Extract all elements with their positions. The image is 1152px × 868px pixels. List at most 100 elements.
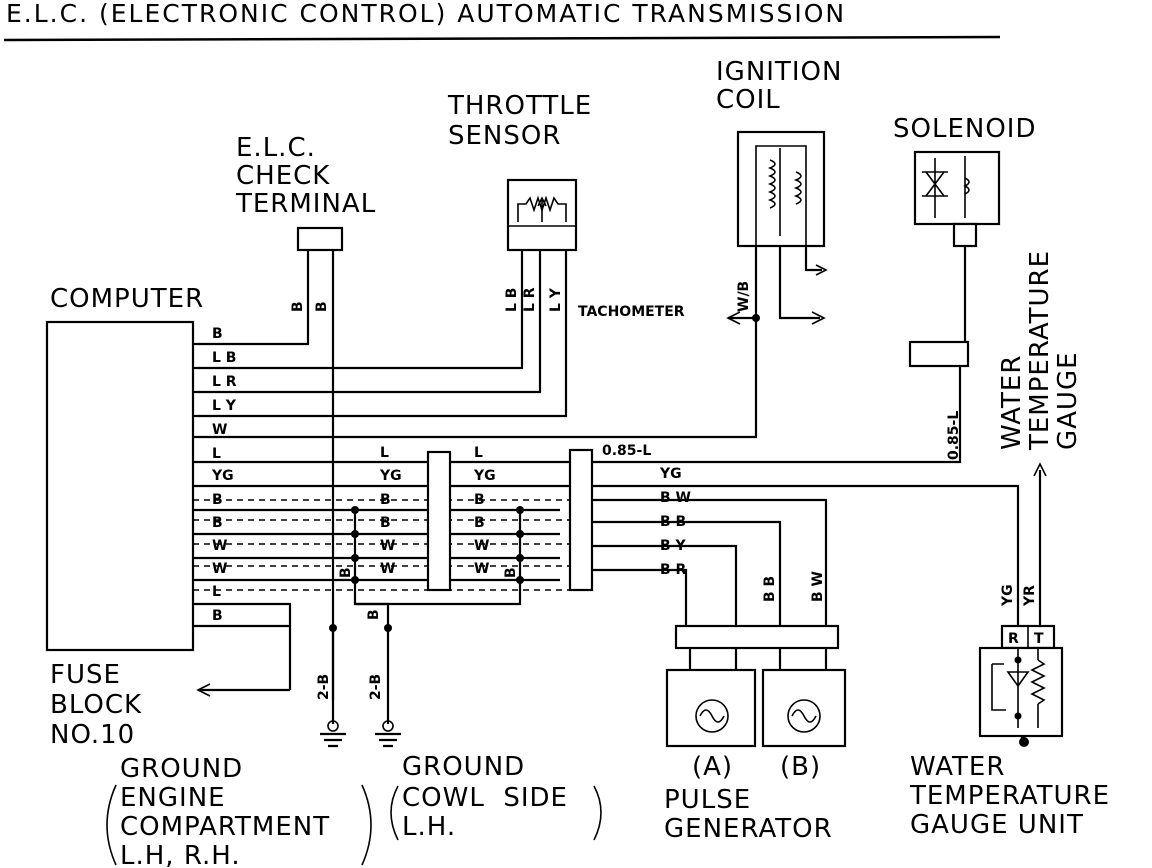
- check-terminal-label-3: TERMINAL: [235, 189, 376, 219]
- ground-cowl-label-3: L.H.: [402, 812, 456, 842]
- pulse-label-2: GENERATOR: [664, 814, 833, 844]
- fuse-block-label-1: FUSE: [50, 660, 121, 690]
- pulse-connector: [674, 624, 840, 650]
- wire-label-3: L R: [212, 374, 237, 390]
- mid-label-YG3: YG: [659, 466, 682, 482]
- gauge-unit-thermistor-icon: [991, 648, 1046, 728]
- wire-label-6: L: [212, 446, 221, 462]
- ground-engine-label-2: ENGINE: [120, 783, 226, 813]
- mid-label-W1: W: [380, 538, 395, 554]
- gauge-terminal-r: R: [1008, 631, 1019, 647]
- title-underline: [3, 35, 1001, 42]
- mid-label-YG1: YG: [379, 468, 402, 484]
- check-wire-label-2: B: [314, 301, 330, 312]
- pulse-generator-b: [761, 668, 847, 748]
- gauge-unit-wire-label-1: YG: [1000, 584, 1016, 607]
- gauge-unit-label-2: TEMPERATURE: [909, 781, 1110, 811]
- throttle-wire-label-2: L R: [522, 287, 538, 312]
- throttle-label-2: SENSOR: [448, 121, 561, 151]
- pulse-label-1: PULSE: [664, 785, 751, 815]
- computer-box: [45, 320, 195, 652]
- check-terminal-label-1: E.L.C.: [236, 133, 316, 163]
- ground-engine-label-3: COMPARTMENT: [120, 812, 330, 842]
- wire-label-11: W: [212, 561, 227, 577]
- pulse-wires: [592, 498, 828, 626]
- pulse-wire-label-1: B W: [660, 490, 691, 506]
- water-gauge-label-3: GAUGE: [1053, 351, 1083, 450]
- connector-1: [426, 450, 452, 592]
- wire-label-13: B: [212, 608, 223, 624]
- ground-cowl-paren-right: [593, 785, 602, 841]
- ground-engine-label-1: GROUND: [120, 754, 243, 784]
- diagram-title: E.L.C. (ELECTRONIC CONTROL) AUTOMATIC TR…: [6, 0, 846, 28]
- mid-label-L1: L: [380, 445, 389, 461]
- mid-label-L2: L: [474, 445, 483, 461]
- computer-wire-labels: B L B L R L Y W L YG B B W W L B: [211, 326, 237, 624]
- pulse-b-sine-icon: [787, 699, 821, 733]
- ground-engine-paren-left: [106, 784, 117, 866]
- gauge-unit-label-3: GAUGE UNIT: [910, 810, 1084, 840]
- throttle-label-1: THROTTLE: [447, 91, 592, 121]
- ground-symbols: [320, 628, 401, 748]
- pulse-a-sine-icon: [695, 699, 729, 733]
- check-terminal-box: [296, 226, 344, 252]
- solenoid-valve-icon: [922, 156, 970, 218]
- ground-wire-label-1: 2-B: [316, 674, 332, 700]
- ground-cowl-paren-left: [390, 785, 399, 841]
- wire-label-7: YG: [211, 468, 234, 484]
- pulse-generator-a: [665, 668, 757, 748]
- ignition-coil-box: [736, 130, 826, 248]
- wire-label-9: B: [212, 515, 223, 531]
- ground-bus: [329, 506, 524, 632]
- wire-label-1: B: [212, 326, 223, 342]
- wire-label-2: L B: [212, 350, 236, 366]
- vert-label-B3: B: [366, 609, 382, 620]
- throttle-wire-label-3: L Y: [548, 287, 564, 312]
- wire-label-12: L: [212, 584, 221, 600]
- mid-label-YG2: YG: [473, 468, 496, 484]
- mid-label-W2: W: [474, 538, 489, 554]
- wire-label-5: W: [212, 422, 227, 438]
- computer-wires: [193, 250, 1020, 690]
- gauge-unit-label-1: WATER: [910, 752, 1005, 782]
- gauge-unit-wire-label-2: YR: [1022, 585, 1038, 607]
- mid-label-W4: W: [474, 561, 489, 577]
- pulse-vert-label-2: B W: [810, 571, 826, 602]
- mid-label-B4: B: [474, 515, 485, 531]
- ground-cowl-label-1: GROUND: [402, 752, 525, 782]
- mid-label-B1: B: [380, 492, 391, 508]
- ground-engine-label-4: L.H, R.H.: [120, 841, 241, 868]
- vert-label-B2: B: [503, 567, 519, 578]
- solenoid-wire-label: 0.85-L: [946, 411, 962, 460]
- pulse-vert-label-1: B B: [762, 576, 778, 602]
- gauge-terminal-t: T: [1034, 631, 1044, 647]
- mid-label-B2: B: [474, 492, 485, 508]
- wire-label-10: W: [212, 538, 227, 554]
- throttle-wire-label-1: L B: [504, 288, 520, 312]
- ignition-coil-icon: [755, 145, 807, 246]
- vert-label-B1: B: [338, 567, 354, 578]
- pulse-wire-label-2: B B: [660, 514, 686, 530]
- mid-label-B3: B: [380, 515, 391, 531]
- tach-wire-label: W/B: [736, 281, 752, 312]
- computer-label: COMPUTER: [50, 284, 204, 314]
- mid-label-W3: W: [380, 561, 395, 577]
- wire-label-4: L Y: [212, 398, 237, 414]
- ground-wire-label-2: 2-B: [368, 674, 384, 700]
- check-terminal-label-2: CHECK: [236, 161, 330, 191]
- pulse-wire-label-4: B R: [660, 562, 687, 578]
- water-gauge-label-1: WATER: [997, 355, 1027, 450]
- water-gauge-label-2: TEMPERATURE: [1025, 250, 1055, 451]
- solenoid-box: [913, 150, 1001, 226]
- solenoid-connector: [908, 340, 970, 368]
- solenoid-label: SOLENOID: [893, 114, 1036, 144]
- ground-engine-paren-right: [361, 784, 372, 866]
- gauge-unit-body: [978, 646, 1064, 738]
- ignition-label-1: IGNITION: [716, 57, 842, 87]
- pulse-wire-label-3: B Y: [660, 538, 687, 554]
- connector-2: [568, 448, 594, 592]
- ignition-label-2: COIL: [716, 85, 781, 115]
- fuse-block-label-3: NO.10: [50, 720, 135, 750]
- check-wire-label-1: B: [290, 301, 306, 312]
